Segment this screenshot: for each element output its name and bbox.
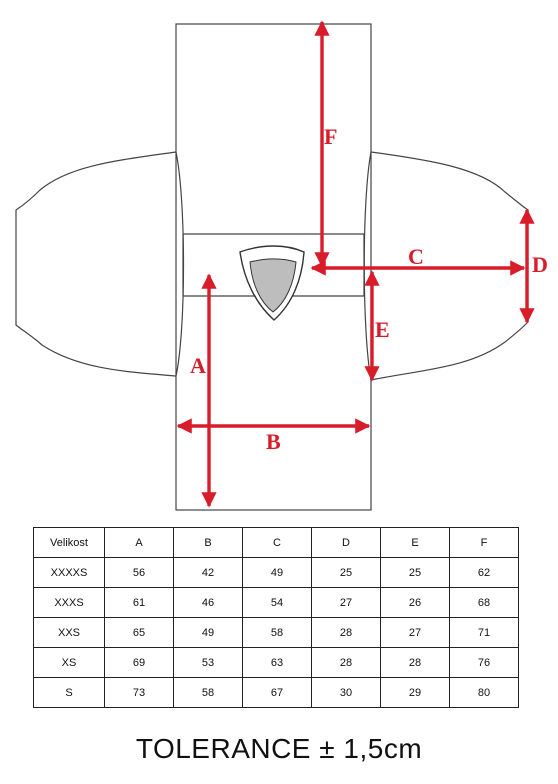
table-cell: 26	[380, 587, 450, 618]
table-cell: S	[33, 677, 105, 708]
table-cell: 25	[380, 557, 450, 588]
table-header-cell: E	[380, 527, 450, 558]
badge-inner	[249, 258, 297, 313]
label-c: C	[408, 244, 424, 269]
table-cell: 56	[104, 557, 174, 588]
right-leg-outline	[370, 151, 529, 381]
table-cell: 27	[380, 617, 450, 648]
table-header-cell: C	[242, 527, 312, 558]
table-cell: 68	[449, 587, 519, 618]
table-cell: XS	[33, 647, 105, 678]
table-header-cell: Velikost	[33, 527, 105, 558]
table-cell: XXXXS	[33, 557, 105, 588]
table-cell: 46	[173, 587, 243, 618]
table-cell: 76	[449, 647, 519, 678]
table-cell: 62	[449, 557, 519, 588]
table-cell: 25	[311, 557, 381, 588]
table-cell: XXS	[33, 617, 105, 648]
table-cell: 53	[173, 647, 243, 678]
table-cell: 71	[449, 617, 519, 648]
table-cell: 69	[104, 647, 174, 678]
table-cell: 29	[380, 677, 450, 708]
table-header-cell: A	[104, 527, 174, 558]
table-cell: 42	[173, 557, 243, 588]
table-cell: XXXS	[33, 587, 105, 618]
label-d: D	[532, 252, 548, 277]
measurement-arrows	[176, 20, 535, 508]
table-header-cell: B	[173, 527, 243, 558]
right-leg-seam	[363, 151, 372, 381]
left-leg-seam	[175, 151, 185, 377]
table-cell: 80	[449, 677, 519, 708]
table-cell: 67	[242, 677, 312, 708]
table-cell: 58	[242, 617, 312, 648]
garment-diagram: A B C D E F	[15, 20, 548, 511]
tolerance-note: TOLERANCE ± 1,5cm	[135, 733, 423, 764]
table-header-cell: D	[311, 527, 381, 558]
label-e: E	[375, 317, 390, 342]
table-cell: 58	[173, 677, 243, 708]
table-cell: 49	[173, 617, 243, 648]
table-cell: 61	[104, 587, 174, 618]
table-cell: 27	[311, 587, 381, 618]
table-cell: 28	[311, 647, 381, 678]
table-cell: 28	[311, 617, 381, 648]
table-cell: 54	[242, 587, 312, 618]
label-a: A	[190, 353, 206, 378]
label-f: F	[324, 124, 337, 149]
measurement-labels: A B C D E F	[190, 124, 548, 454]
table-header-cell: F	[449, 527, 519, 558]
table-cell: 28	[380, 647, 450, 678]
table-cell: 65	[104, 617, 174, 648]
table-cell: 49	[242, 557, 312, 588]
brand-badge	[239, 245, 305, 321]
table-cell: 63	[242, 647, 312, 678]
left-leg-outline	[15, 151, 177, 377]
label-b: B	[266, 429, 281, 454]
table-cell: 73	[104, 677, 174, 708]
table-cell: 30	[311, 677, 381, 708]
